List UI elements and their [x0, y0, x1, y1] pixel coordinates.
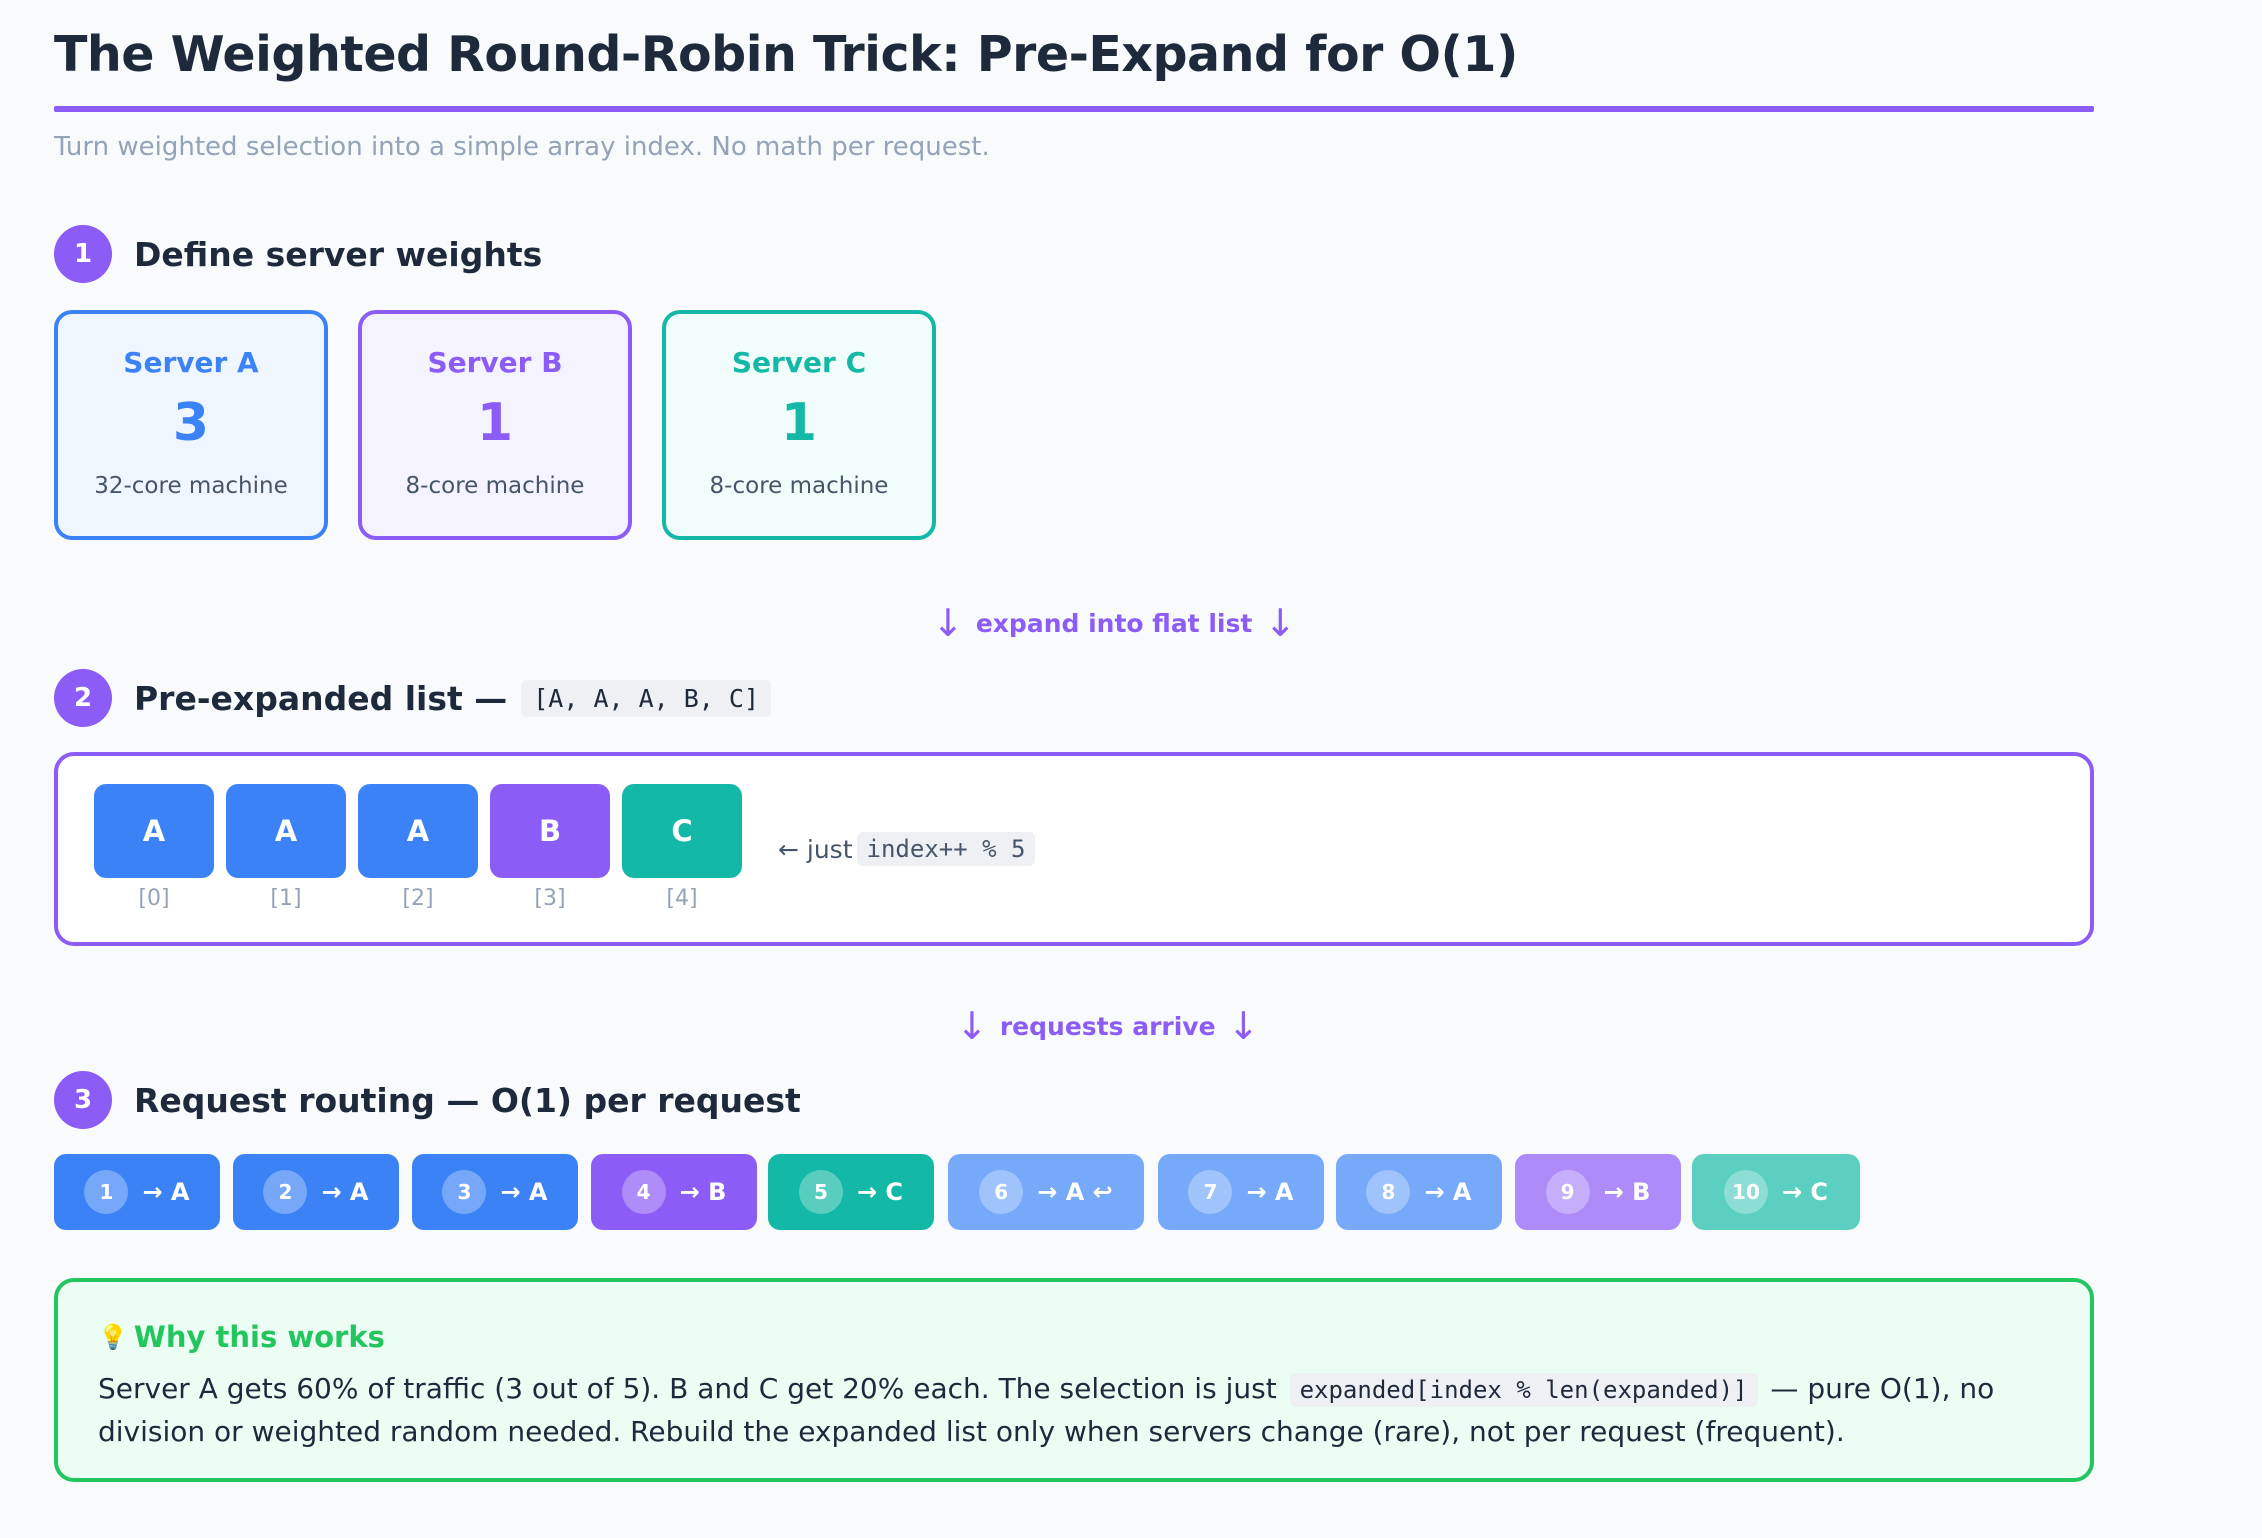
step-number-badge: 3: [54, 1071, 112, 1129]
flow-label-text: requests arrive: [999, 1011, 1216, 1041]
server-description: 32-core machine: [94, 473, 288, 499]
down-arrow-icon: ↓: [932, 601, 964, 645]
title-divider: [54, 106, 2094, 112]
index-note-text: ← just: [778, 834, 853, 864]
lightbulb-icon: 💡: [98, 1323, 128, 1351]
request-chip: 7 → A: [1158, 1154, 1324, 1230]
index-note: ← just index++ % 5: [778, 832, 1036, 866]
request-target: → C: [856, 1178, 904, 1206]
request-number: 6: [979, 1170, 1024, 1214]
slot-index: [3]: [534, 886, 566, 911]
request-chip: 10 → C: [1692, 1154, 1860, 1230]
list-slot: A [0]: [94, 784, 214, 911]
request-target: → A: [1246, 1178, 1294, 1206]
slot-tile: C: [622, 784, 742, 878]
why-text-part-1: Server A gets 60% of traffic (3 out of 5…: [98, 1372, 1277, 1405]
slot-index: [2]: [402, 886, 434, 911]
list-slot: A [1]: [226, 784, 346, 911]
server-weight: 1: [476, 393, 514, 453]
step-title: Request routing — O(1) per request: [134, 1080, 801, 1120]
server-description: 8-core machine: [709, 473, 889, 499]
list-slot: B [3]: [490, 784, 610, 911]
request-chip: 8 → A: [1336, 1154, 1502, 1230]
request-target: → A: [1424, 1178, 1472, 1206]
slot-index: [0]: [138, 886, 170, 911]
server-name: Server A: [123, 346, 259, 379]
down-arrow-icon: ↓: [1264, 601, 1297, 645]
request-number: 5: [798, 1170, 843, 1214]
step-number-badge: 2: [54, 669, 112, 727]
server-card-c: Server C 1 8-core machine: [662, 310, 936, 540]
server-card-a: Server A 3 32-core machine: [54, 310, 328, 540]
index-code: index++ % 5: [856, 832, 1036, 866]
request-number: 7: [1188, 1170, 1233, 1214]
request-chip: 3 → A: [412, 1154, 578, 1230]
slot-tile: A: [358, 784, 478, 878]
server-description: 8-core machine: [405, 473, 585, 499]
server-weight: 1: [780, 393, 818, 453]
slot-tile: A: [94, 784, 214, 878]
expanded-list-code: [A, A, A, B, C]: [521, 679, 772, 717]
step-title-text: Pre-expanded list —: [134, 678, 508, 718]
flow-label-requests: ↓ requests arrive ↓: [944, 1007, 1271, 1045]
request-number: 10: [1723, 1170, 1768, 1214]
step-number-badge: 1: [54, 225, 112, 283]
request-chip: 9 → B: [1515, 1154, 1681, 1230]
server-card-b: Server B 1 8-core machine: [358, 310, 632, 540]
request-number: 2: [263, 1170, 308, 1214]
selection-code: expanded[index % len(expanded)]: [1289, 1373, 1758, 1407]
why-text-part-2: — pure O(1), no division or weighted ran…: [98, 1372, 1995, 1448]
server-weight: 3: [172, 393, 210, 453]
request-target: → A: [321, 1178, 369, 1206]
page-subtitle: Turn weighted selection into a simple ar…: [54, 132, 990, 162]
request-target: → A: [142, 1178, 190, 1206]
down-arrow-icon: ↓: [1227, 1004, 1260, 1048]
why-explanation: Server A gets 60% of traffic (3 out of 5…: [98, 1368, 2050, 1453]
request-chip: 4 → B: [591, 1154, 757, 1230]
request-number: 8: [1366, 1170, 1411, 1214]
step-title: Pre-expanded list — [A, A, A, B, C]: [134, 678, 772, 718]
list-slot: C [4]: [622, 784, 742, 911]
request-target: → A: [500, 1178, 548, 1206]
request-number: 4: [621, 1170, 666, 1214]
request-target: → B: [1603, 1178, 1651, 1206]
why-title-text: Why this works: [133, 1320, 385, 1354]
request-target: → A ↩: [1037, 1178, 1113, 1206]
step-title: Define server weights: [134, 234, 543, 274]
request-chip: 5 → C: [768, 1154, 934, 1230]
request-number: 3: [442, 1170, 487, 1214]
step-2-header: 2 Pre-expanded list — [A, A, A, B, C]: [54, 668, 772, 728]
why-title: 💡 Why this works: [98, 1320, 2050, 1354]
slot-index: [1]: [270, 886, 302, 911]
step-3-header: 3 Request routing — O(1) per request: [54, 1070, 801, 1130]
slot-index: [4]: [666, 886, 698, 911]
request-number: 9: [1545, 1170, 1590, 1214]
page-title: The Weighted Round-Robin Trick: Pre-Expa…: [54, 26, 1518, 83]
server-name: Server B: [427, 346, 563, 379]
request-chip: 2 → A: [233, 1154, 399, 1230]
down-arrow-icon: ↓: [956, 1004, 988, 1048]
request-number: 1: [84, 1170, 129, 1214]
flow-label-expand: ↓ expand into flat list ↓: [920, 604, 1308, 642]
flow-label-text: expand into flat list: [975, 608, 1253, 638]
expanded-list-panel: A [0] A [1] A [2] B [3] C [4] ← just ind…: [54, 752, 2094, 946]
request-target: → B: [679, 1178, 727, 1206]
why-this-works-panel: 💡 Why this works Server A gets 60% of tr…: [54, 1278, 2094, 1482]
request-chip: 1 → A: [54, 1154, 220, 1230]
server-name: Server C: [731, 346, 867, 379]
request-chip: 6 → A ↩: [948, 1154, 1144, 1230]
request-target: → C: [1781, 1178, 1829, 1206]
step-1-header: 1 Define server weights: [54, 224, 542, 284]
list-slot: A [2]: [358, 784, 478, 911]
slot-tile: A: [226, 784, 346, 878]
slot-tile: B: [490, 784, 610, 878]
